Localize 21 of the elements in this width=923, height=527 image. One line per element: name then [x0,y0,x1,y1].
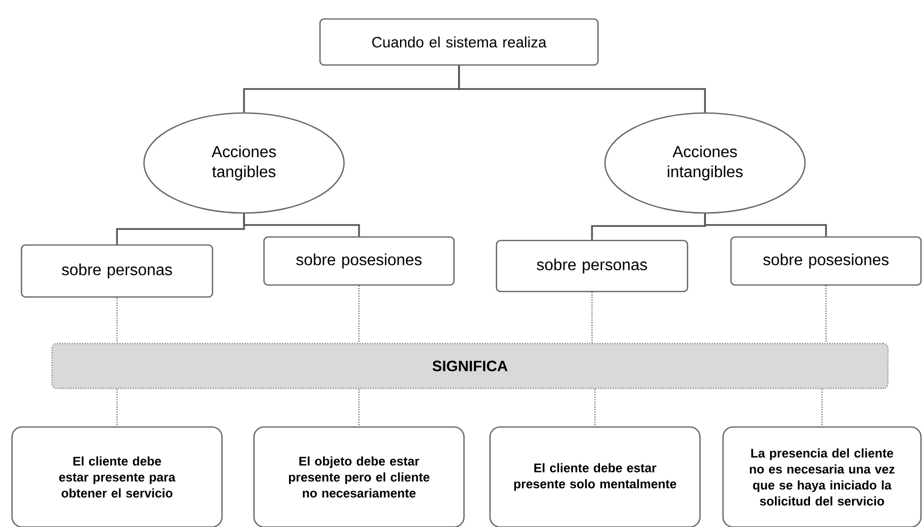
connector-line [358,286,360,343]
root-box: Cuando el sistema realiza [319,18,599,66]
connector-line [358,389,360,426]
description-box: El cliente debe estar presente solo mentalmente [489,426,701,527]
description-box: El objeto debe estar presente pero el cliente no necesariamente [253,426,465,527]
subcategory-box: sobre personas [496,240,688,292]
subcategory-box: sobre posesiones [263,236,455,286]
subcategory-box: sobre posesiones [730,236,922,286]
connector-line [821,389,823,426]
connector-line [591,292,593,343]
connector-line [594,389,596,426]
connector-line [458,66,706,112]
connector-line [825,286,827,343]
subcategory-box: sobre personas [20,244,214,298]
connector-line [116,389,118,426]
description-box: El cliente debe estar presente para obtener el servicio [11,426,223,527]
connector-line [116,298,118,343]
description-box: La presencia del cliente no es necesaria una vez que se haya iniciado la solicitud del servicio [722,426,922,527]
connector-line [243,214,360,236]
meaning-band: SIGNIFICA [51,342,889,390]
connector-line [704,214,827,236]
